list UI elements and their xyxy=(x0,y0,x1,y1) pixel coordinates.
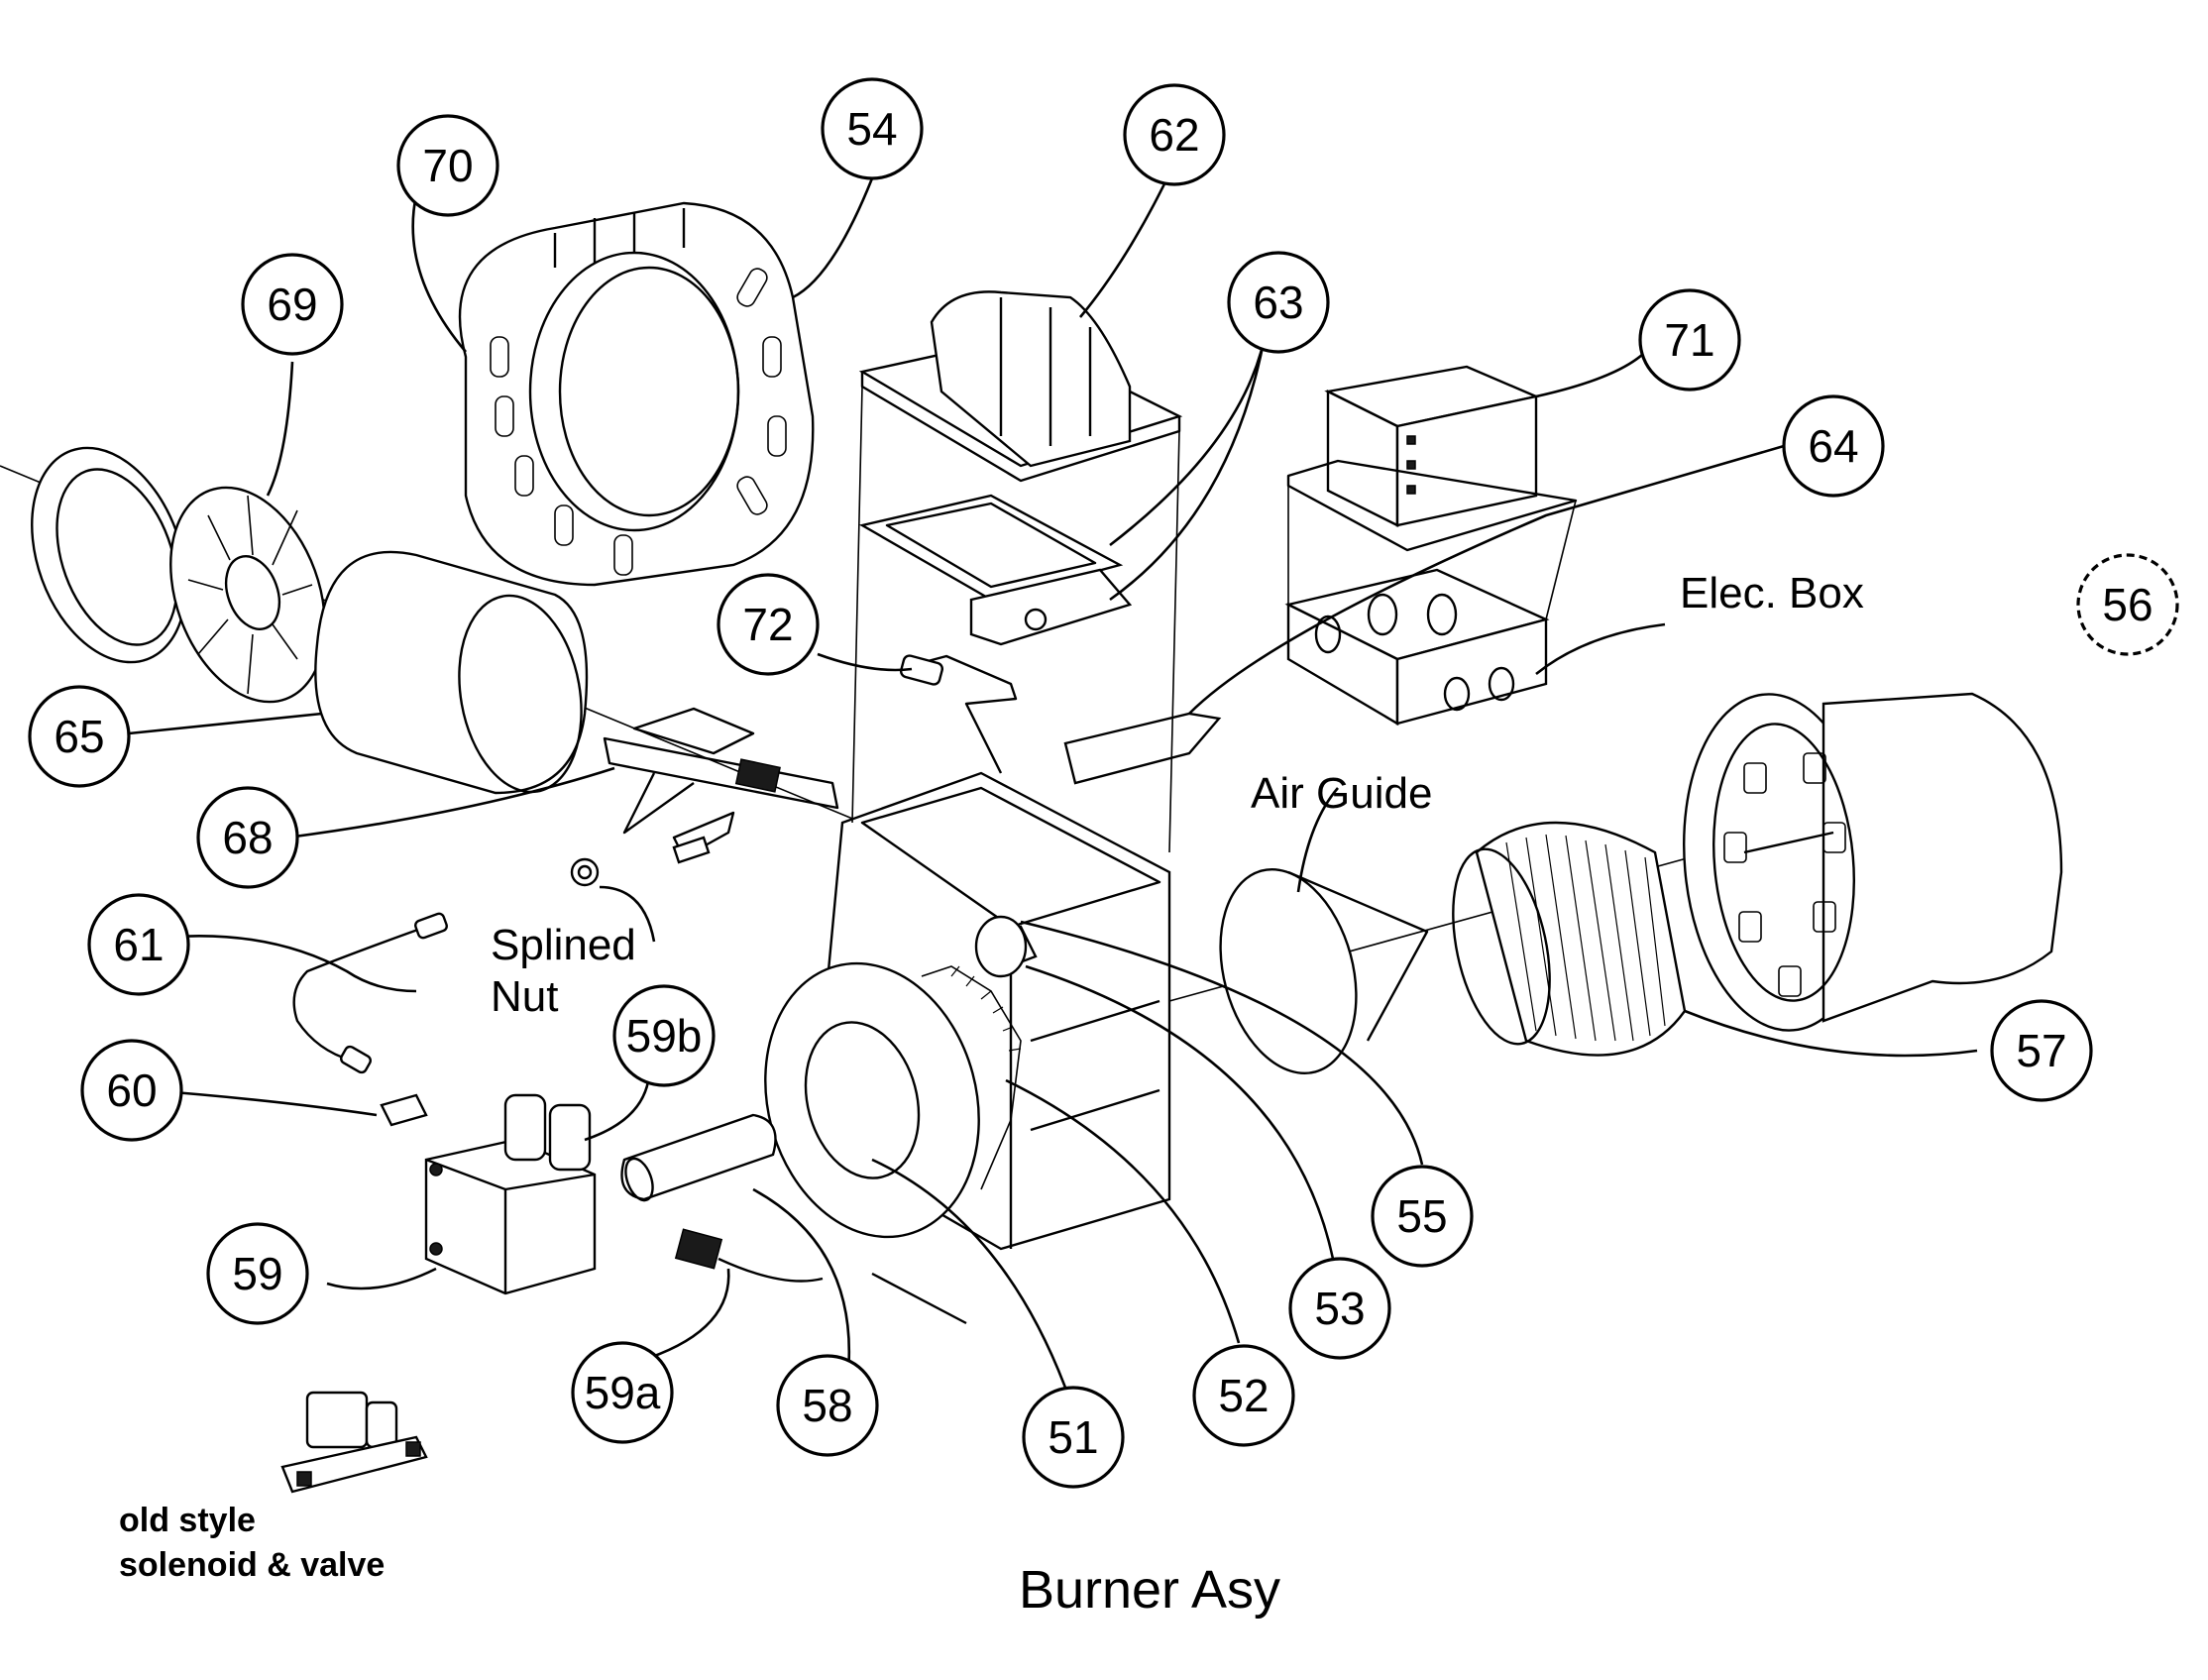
svg-text:65: 65 xyxy=(54,711,104,762)
oil-pump xyxy=(424,1093,597,1295)
callout-59a: 59a xyxy=(571,1341,674,1444)
callout-71: 71 xyxy=(1638,288,1741,392)
callout-54: 54 xyxy=(821,77,924,180)
power-plug xyxy=(674,1228,967,1325)
callout-69: 69 xyxy=(241,253,344,356)
svg-text:69: 69 xyxy=(267,279,317,330)
callout-51: 51 xyxy=(1022,1386,1125,1489)
callout-57: 57 xyxy=(1990,999,2093,1102)
callout-59b: 59b xyxy=(612,984,716,1087)
svg-text:59: 59 xyxy=(232,1248,282,1299)
callout-60: 60 xyxy=(80,1039,183,1142)
old-style-label-1: old style xyxy=(119,1502,256,1539)
callout-62: 62 xyxy=(1123,83,1226,186)
svg-text:52: 52 xyxy=(1218,1370,1269,1421)
svg-text:51: 51 xyxy=(1048,1411,1098,1463)
old-style-label-2: solenoid & valve xyxy=(119,1546,385,1584)
svg-text:64: 64 xyxy=(1808,420,1858,472)
svg-text:61: 61 xyxy=(113,919,164,970)
callout-70: 70 xyxy=(396,114,499,217)
wire-clip xyxy=(899,654,1018,774)
transformer-base xyxy=(969,568,1133,646)
transformer-gasket xyxy=(858,494,1124,602)
svg-text:71: 71 xyxy=(1664,314,1714,366)
svg-text:60: 60 xyxy=(106,1064,157,1116)
leader-lines xyxy=(128,163,1978,1389)
callout-72: 72 xyxy=(717,573,820,676)
air-guide xyxy=(1219,867,1429,1075)
nozzle-tube xyxy=(620,1113,777,1202)
elec-box-label: Elec. Box xyxy=(1680,569,1864,617)
callout-55: 55 xyxy=(1371,1165,1474,1268)
callout-61: 61 xyxy=(87,893,190,996)
svg-text:59b: 59b xyxy=(626,1010,703,1062)
splined-label: Splined xyxy=(491,921,636,969)
fitting xyxy=(380,1093,428,1127)
control-relay xyxy=(1286,365,1578,552)
nut-label: Nut xyxy=(491,972,558,1021)
parts-illustration xyxy=(0,201,2063,1494)
svg-text:53: 53 xyxy=(1314,1283,1365,1334)
air-guide-label: Air Guide xyxy=(1251,769,1432,818)
svg-text:68: 68 xyxy=(222,812,273,863)
electrical-box xyxy=(1284,568,1550,727)
svg-text:72: 72 xyxy=(742,599,793,650)
oil-line xyxy=(292,912,448,1074)
svg-text:57: 57 xyxy=(2016,1025,2066,1076)
blower-wheel xyxy=(1452,821,1687,1057)
callout-65: 65 xyxy=(28,685,131,788)
callout-64: 64 xyxy=(1782,394,1885,498)
callout-59: 59 xyxy=(206,1222,309,1325)
svg-text:55: 55 xyxy=(1396,1190,1447,1242)
flange-plate xyxy=(458,201,815,587)
diagram-title: Burner Asy xyxy=(1019,1560,1280,1620)
callout-53: 53 xyxy=(1288,1257,1391,1360)
old-style-solenoid xyxy=(280,1391,428,1494)
callout-52: 52 xyxy=(1192,1344,1295,1447)
callout-63: 63 xyxy=(1227,251,1330,354)
spinner-disc xyxy=(169,486,326,704)
svg-text:56: 56 xyxy=(2102,579,2153,630)
svg-text:58: 58 xyxy=(802,1380,852,1431)
callout-56: 56 xyxy=(2076,553,2179,656)
splined-nut xyxy=(570,836,711,887)
svg-text:62: 62 xyxy=(1149,109,1199,161)
cover-plate xyxy=(1063,712,1222,785)
svg-text:59a: 59a xyxy=(585,1367,661,1418)
svg-text:63: 63 xyxy=(1253,277,1303,328)
blower-motor xyxy=(1683,692,2063,1032)
ignitor-transformer xyxy=(858,290,1183,483)
callout-68: 68 xyxy=(196,786,299,889)
svg-text:70: 70 xyxy=(422,140,473,191)
air-tube xyxy=(314,550,589,795)
electrode-assembly xyxy=(603,707,839,859)
callout-58: 58 xyxy=(776,1354,879,1457)
svg-text:54: 54 xyxy=(846,103,897,155)
